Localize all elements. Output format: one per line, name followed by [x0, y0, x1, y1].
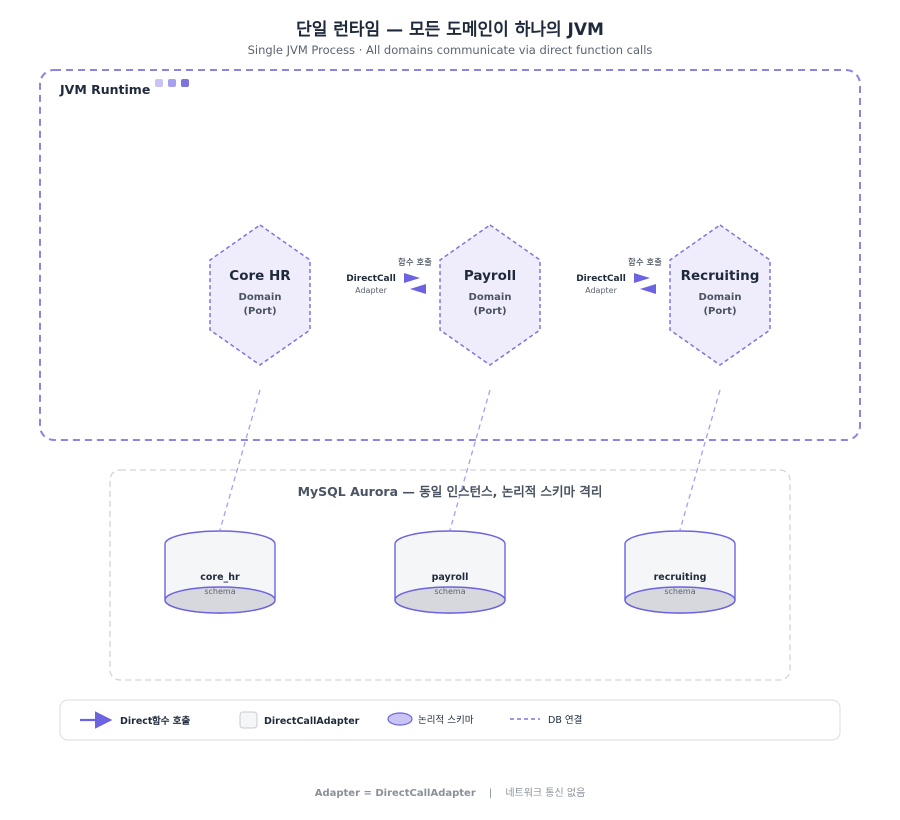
db-link-line [219, 389, 261, 531]
legend-box [59, 699, 841, 741]
adapter-core-hr-payroll[interactable]: 함수 호출 DirectCall Adapter [346, 257, 432, 295]
domain-name: Recruiting [681, 268, 760, 284]
domain-recruiting[interactable]: Recruiting Domain (Port) [669, 224, 771, 366]
adapter-sub: Adapter [585, 286, 617, 295]
arrow-left-icon [640, 284, 656, 294]
domain-line2: (Port) [243, 306, 276, 317]
jvm-runtime-label: JVM Runtime [59, 82, 150, 97]
schema-name: recruiting [654, 572, 707, 583]
schema-swatch-icon [387, 712, 413, 726]
footer-right: 네트워크 통신 없음 [505, 786, 585, 799]
mysql-aurora-container [109, 469, 791, 681]
db-cylinder-bottom [164, 586, 276, 614]
adapter-name: DirectCall [576, 274, 626, 284]
domain-hexagon [439, 224, 541, 366]
call-label: 함수 호출 [628, 257, 662, 268]
domain-payroll[interactable]: Payroll Domain (Port) [439, 224, 541, 366]
schema-sub: schema [664, 587, 695, 596]
domain-name: Core HR [229, 268, 291, 284]
domain-hexagon [209, 224, 311, 366]
legend-db-link: DB 연결 [548, 715, 582, 726]
page-title: 단일 런타임 — 모든 도메인이 하나의 JVM [296, 19, 604, 40]
adapter-payroll-recruiting[interactable]: 함수 호출 DirectCall Adapter [576, 257, 662, 295]
domain-line1: Domain [239, 292, 282, 303]
footer-separator: | [489, 788, 492, 799]
schema-name: core_hr [200, 572, 240, 583]
db-links [219, 389, 721, 531]
db-cylinder-bottom [624, 586, 736, 614]
db-cylinder-bottom [394, 586, 506, 614]
adapter-name: DirectCall [346, 274, 396, 284]
db-link-line [679, 389, 721, 531]
schema-recruiting[interactable]: recruiting schema [624, 530, 736, 614]
legend-adapter: DirectCallAdapter [264, 716, 360, 727]
page-subtitle: Single JVM Process · All domains communi… [248, 43, 653, 57]
jvm-runtime-container [39, 69, 861, 441]
arrow-right-icon [404, 273, 420, 283]
schema-sub: schema [204, 587, 235, 596]
schema-sub: schema [434, 587, 465, 596]
db-link-line [449, 389, 491, 531]
runtime-dots-icon [155, 79, 189, 87]
schema-payroll[interactable]: payroll schema [394, 530, 506, 614]
domain-hexagon [669, 224, 771, 366]
footer-note: Adapter = DirectCallAdapter | 네트워크 통신 없음 [315, 781, 586, 800]
adapter-sub: Adapter [355, 286, 387, 295]
call-label: 함수 호출 [398, 257, 432, 268]
legend: Direct 함수 호출 DirectCallAdapter 논리적 스키마 D… [59, 699, 841, 741]
arrow-right-icon [634, 273, 650, 283]
schema-name: payroll [432, 572, 469, 583]
domain-name: Payroll [464, 268, 516, 284]
legend-direct-prefix: Direct [120, 716, 153, 727]
legend-schema: 논리적 스키마 [418, 714, 474, 726]
mysql-aurora-title: MySQL Aurora — 동일 인스턴스, 논리적 스키마 격리 [298, 484, 603, 499]
arrow-left-icon [410, 284, 426, 294]
legend-direct-suffix: 함수 호출 [152, 715, 191, 727]
domain-line1: Domain [469, 292, 512, 303]
domain-line1: Domain [699, 292, 742, 303]
footer-left: Adapter = DirectCallAdapter [315, 788, 476, 799]
schema-core-hr[interactable]: core_hr schema [164, 530, 276, 614]
domain-core-hr[interactable]: Core HR Domain (Port) [209, 224, 311, 366]
domain-line2: (Port) [473, 306, 506, 317]
adapter-swatch-icon [239, 711, 258, 729]
domain-line2: (Port) [703, 306, 736, 317]
